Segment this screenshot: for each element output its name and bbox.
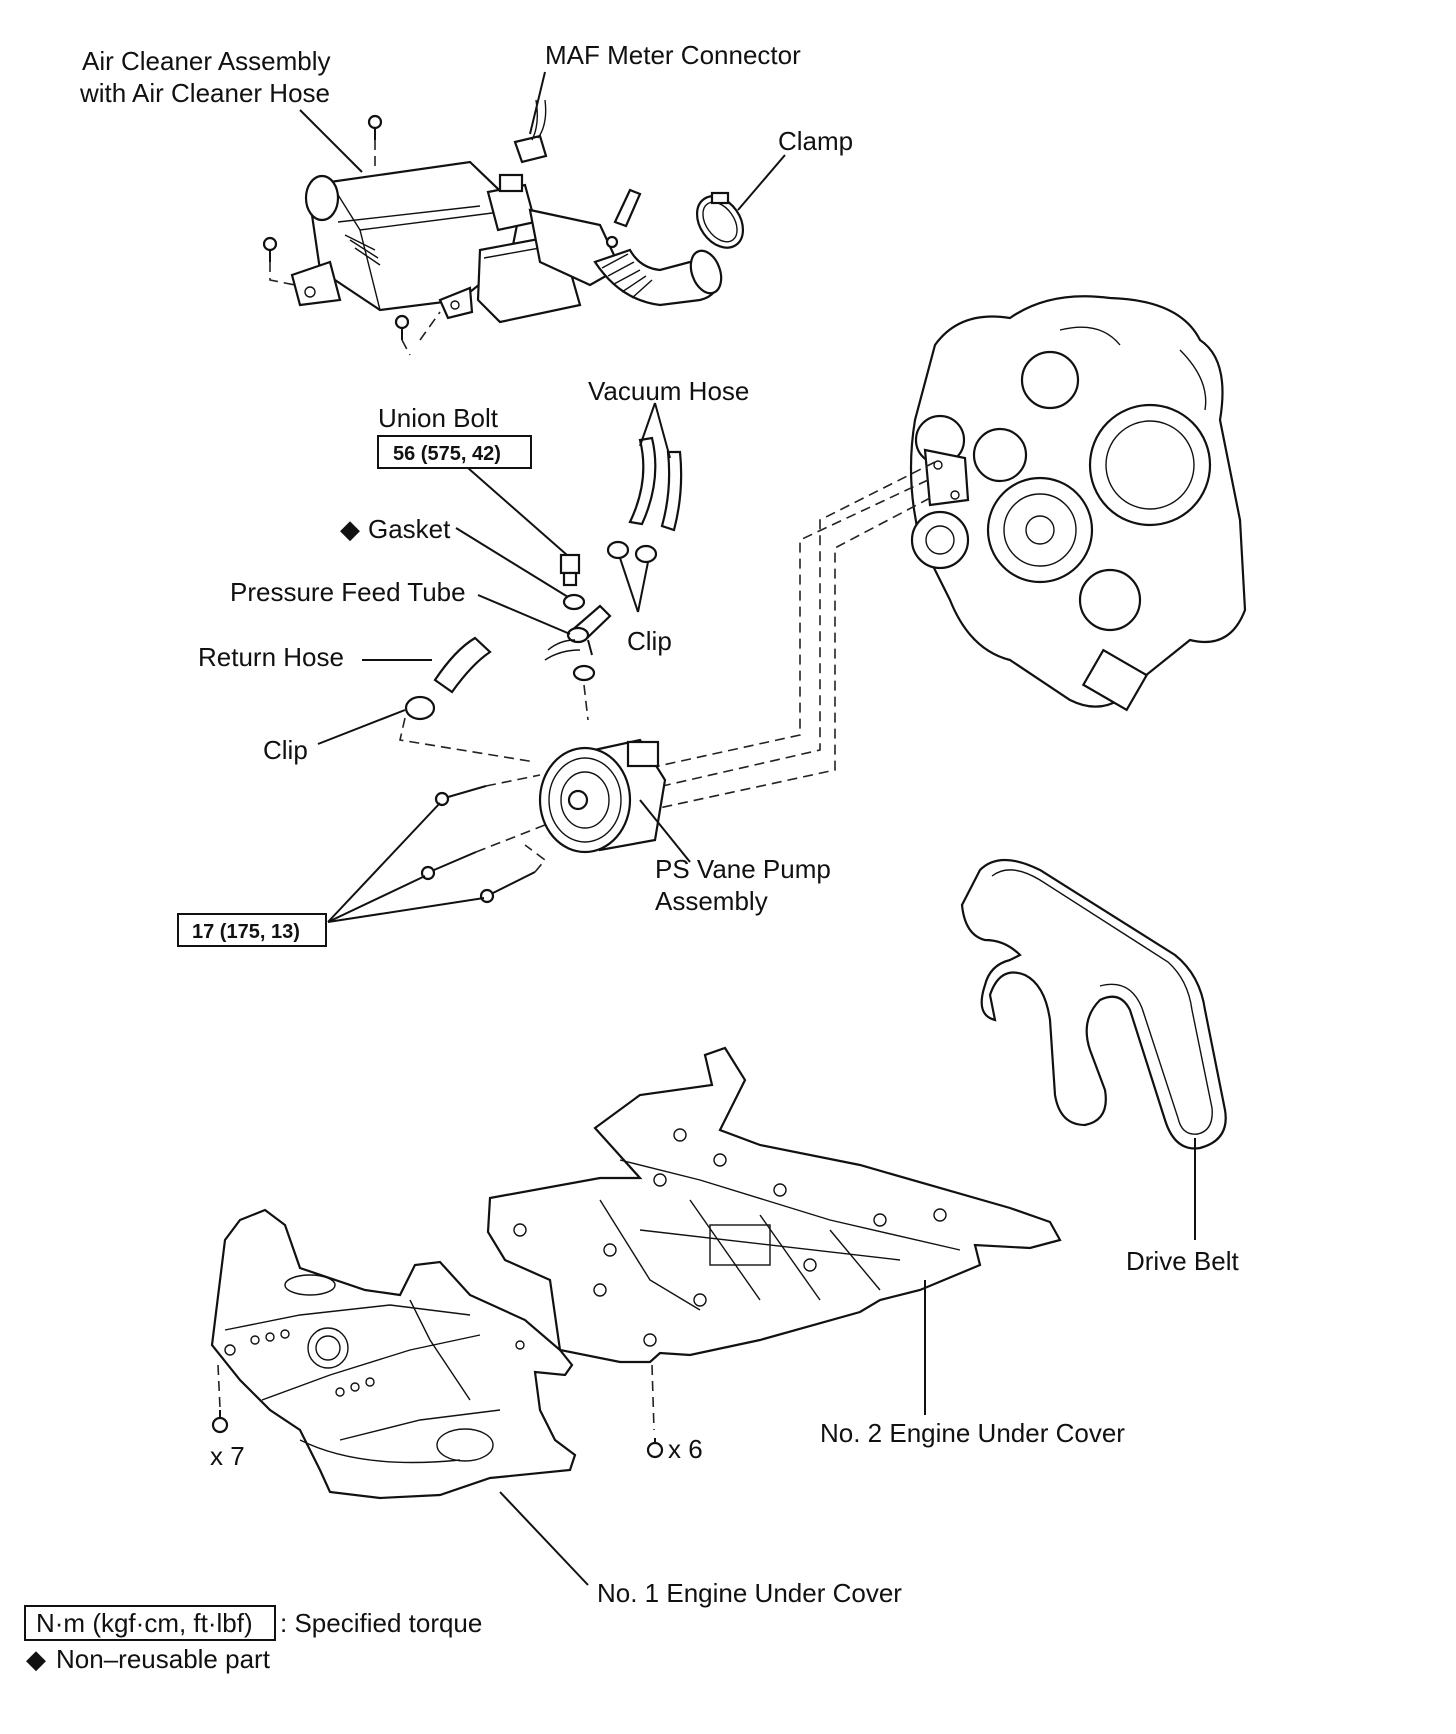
air-cleaner-bolt [262,236,278,262]
clamp-part [695,191,745,249]
union-bolt-torque: 56 (575, 42) [393,443,501,465]
drive-belt-label: Drive Belt [1126,1246,1239,1276]
under-cover-bolt [211,1410,229,1434]
no2-under-cover-part [486,1046,1062,1364]
no2-under-cover-label: No. 2 Engine Under Cover [820,1418,1125,1448]
ps-vane-pump-part [538,738,667,854]
ps-vane-pump-label-line2: Assembly [655,886,768,916]
clamp-label: Clamp [778,126,853,156]
clip-lower-part [404,695,436,721]
air-cleaner-label: Air Cleaner Assembly [82,46,331,76]
air-cleaner-label-line2: with Air Cleaner Hose [79,78,330,108]
return-hose-label: Return Hose [198,642,344,672]
gasket-marker: ◆ [340,514,360,544]
gasket-label: Gasket [368,514,451,544]
under-cover-bolt [646,1438,664,1459]
bolts-torque-box [177,913,327,947]
mounting-bolt [434,785,487,807]
air-cleaner-assembly [262,114,723,356]
ps-vane-pump-label: PS Vane Pump [655,854,831,884]
legend-nonreusable-marker: ◆ [26,1644,46,1674]
qty-6-label: x 6 [668,1434,703,1464]
air-cleaner-bolt [367,114,383,140]
legend-torque-text: : Specified torque [280,1608,482,1638]
drive-belt-part [960,859,1227,1150]
bolts-torque: 17 (175, 13) [192,921,300,943]
engine-block [909,295,1247,712]
union-bolt-part [559,553,581,587]
union-bolt-label: Union Bolt [378,403,499,433]
clip-label-upper: Clip [627,626,672,656]
union-bolt-torque-box [377,435,532,469]
air-cleaner-bolt [394,314,410,340]
qty-7-label: x 7 [210,1441,245,1471]
legend-nonreusable-text: Non–reusable part [56,1644,271,1674]
gasket-part [562,593,586,611]
legend-torque-box [24,1605,276,1641]
vacuum-hose-label: Vacuum Hose [588,376,749,406]
pressure-feed-tube-part [544,604,612,661]
mounting-bolt [420,851,477,881]
clip-upper-part [606,540,658,564]
legend-torque-box-text: N·m (kgf·cm, ft·lbf) [36,1608,253,1638]
mounting-bolt [479,871,536,904]
clip-label-lower: Clip [263,735,308,765]
no1-under-cover-part [210,1208,577,1500]
no1-under-cover-label: No. 1 Engine Under Cover [597,1578,902,1608]
pressure-feed-tube-label: Pressure Feed Tube [230,577,466,607]
maf-meter-connector-label: MAF Meter Connector [545,40,801,70]
